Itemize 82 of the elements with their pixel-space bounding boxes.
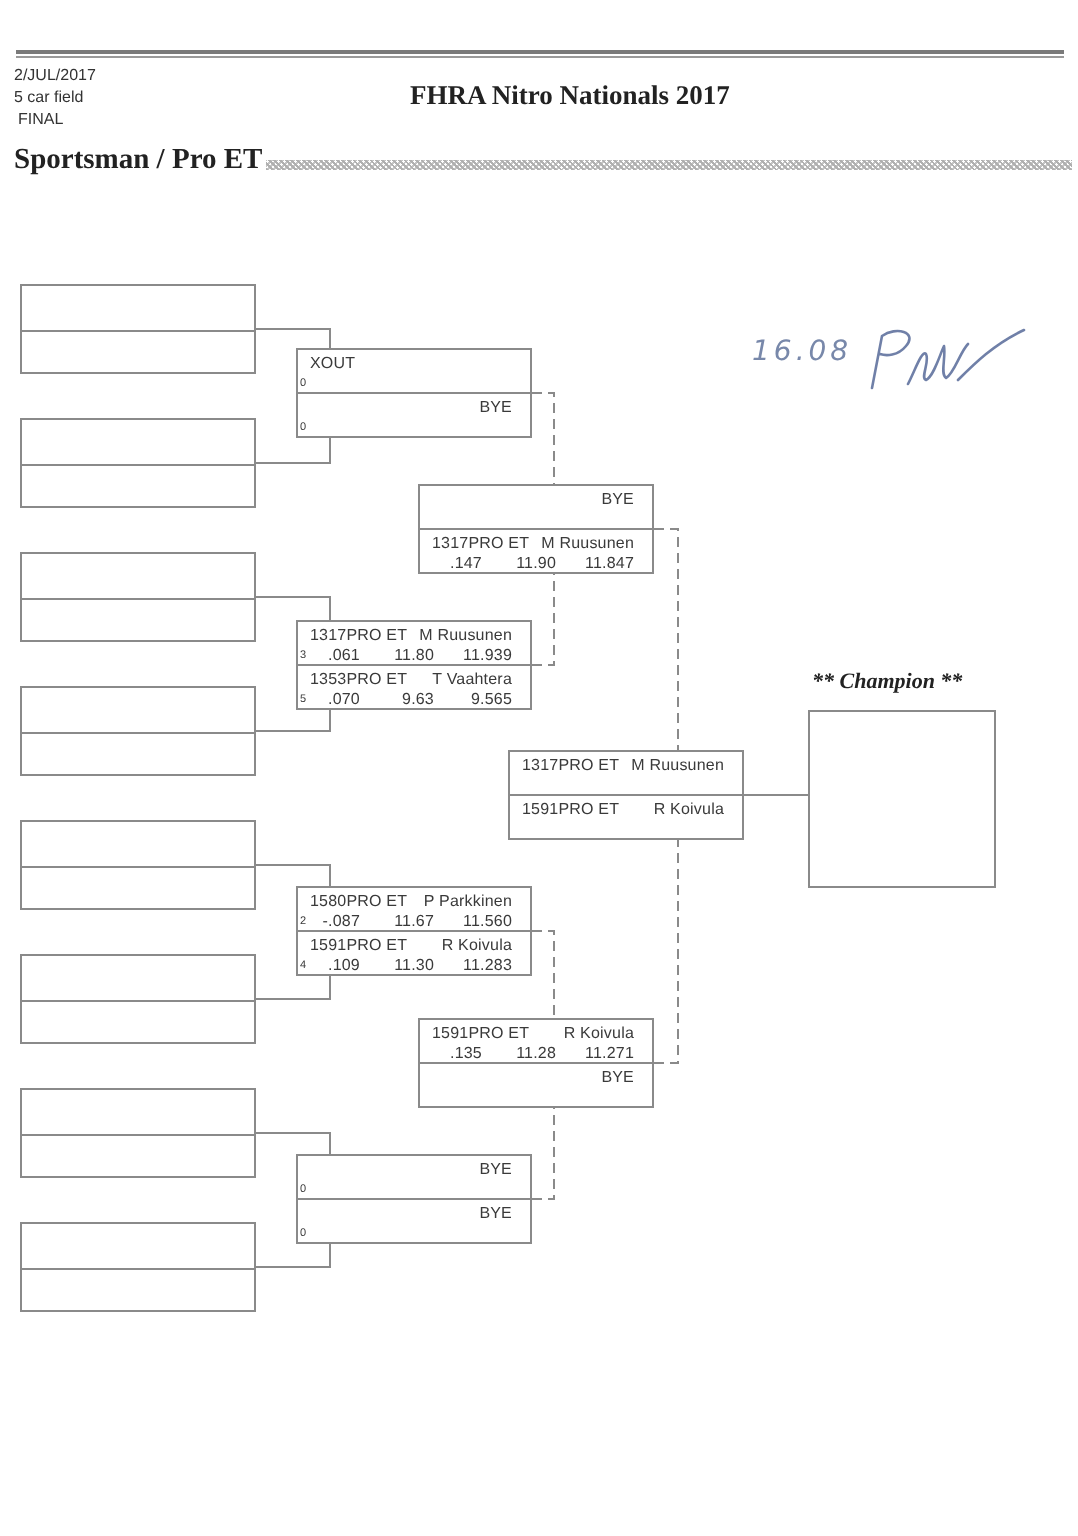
entrant-name: P Parkkinen xyxy=(423,892,512,910)
section-heading: Sportsman / Pro ET xyxy=(14,144,263,178)
reaction-time: -.087 xyxy=(322,912,360,930)
empty-entry-box xyxy=(20,1222,256,1312)
bracket-slot xyxy=(298,622,530,666)
header-note: 2/JUL/2017 xyxy=(14,66,96,86)
dial-in: 9.63 xyxy=(402,690,434,708)
entrant-name: M Ruusunen xyxy=(631,756,724,774)
entry-code: 1317PRO ET xyxy=(432,534,530,552)
bracket-line xyxy=(255,1132,331,1157)
header-note: FINAL xyxy=(18,110,64,130)
entrant-name: R Koivula xyxy=(653,800,724,818)
entry-code: 1591PRO ET xyxy=(432,1024,530,1042)
elapsed-time: 11.271 xyxy=(585,1044,634,1062)
bracket-line xyxy=(255,1241,331,1268)
bracket-slot xyxy=(298,350,530,394)
dial-in: 11.30 xyxy=(394,956,434,974)
entrant-name: T Vaahtera xyxy=(432,670,512,688)
entry-code: 1317PRO ET xyxy=(310,626,408,644)
reaction-time: .061 xyxy=(328,646,360,664)
empty-entry-box xyxy=(20,686,256,776)
dashed-bracket-line xyxy=(531,392,555,487)
bracket-slot xyxy=(298,888,530,932)
bracket-box xyxy=(296,348,532,438)
handwritten-note: 16.08 xyxy=(752,334,853,370)
entrant-name: BYE xyxy=(479,398,512,416)
bracket-line xyxy=(255,328,331,351)
reaction-time: .109 xyxy=(328,956,360,974)
entrant-name: BYE xyxy=(479,1204,512,1222)
champion-heading: ** Champion ** xyxy=(812,668,963,696)
entrant-name: BYE xyxy=(601,490,634,508)
bracket-box xyxy=(418,1018,654,1108)
dial-in: 11.67 xyxy=(394,912,434,930)
bracket-line xyxy=(255,435,331,464)
bracket-box xyxy=(508,750,744,840)
bracket-line xyxy=(255,596,331,623)
dashed-bracket-line xyxy=(653,837,679,1064)
entry-code: 1353PRO ET xyxy=(310,670,408,688)
dashed-bracket-line xyxy=(531,571,555,666)
bracket-line xyxy=(743,794,809,796)
dial-in: 11.28 xyxy=(516,1044,556,1062)
entrant-name: M Ruusunen xyxy=(541,534,634,552)
entry-code: 1591PRO ET xyxy=(310,936,408,954)
empty-entry-box xyxy=(20,954,256,1044)
bracket-box xyxy=(296,620,532,710)
elapsed-time: 9.565 xyxy=(470,690,512,708)
entry-code: XOUT xyxy=(310,354,356,372)
page-title: FHRA Nitro Nationals 2017 xyxy=(408,80,732,112)
bracket-slot xyxy=(510,752,742,796)
empty-entry-box xyxy=(20,284,256,374)
reaction-time: .135 xyxy=(450,1044,482,1062)
reaction-time: .147 xyxy=(450,554,482,572)
bracket-slot xyxy=(420,1020,652,1064)
elapsed-time: 11.939 xyxy=(463,646,512,664)
bracket-line xyxy=(255,973,331,1000)
bracket-box xyxy=(418,484,654,574)
dial-in: 11.90 xyxy=(516,554,556,572)
bracket-box xyxy=(296,1154,532,1244)
empty-entry-box xyxy=(20,552,256,642)
empty-entry-box xyxy=(20,418,256,508)
dashed-bracket-line xyxy=(531,930,555,1021)
dashed-bracket-line xyxy=(531,1105,555,1200)
bracket-box xyxy=(296,886,532,976)
bracket-line xyxy=(255,864,331,889)
empty-entry-box xyxy=(20,820,256,910)
dial-in: 11.80 xyxy=(394,646,434,664)
entrant-name: BYE xyxy=(479,1160,512,1178)
dashed-bracket-line xyxy=(653,528,679,753)
elapsed-time: 11.283 xyxy=(463,956,512,974)
entry-code: 1580PRO ET xyxy=(310,892,408,910)
reaction-time: .070 xyxy=(328,690,360,708)
bracket-line xyxy=(255,707,331,732)
entrant-name: M Ruusunen xyxy=(419,626,512,644)
empty-entry-box xyxy=(20,1088,256,1178)
entrant-name: BYE xyxy=(601,1068,634,1086)
elapsed-time: 11.847 xyxy=(585,554,634,572)
entry-code: 1591PRO ET xyxy=(522,800,620,818)
entrant-name: R Koivula xyxy=(441,936,512,954)
elapsed-time: 11.560 xyxy=(463,912,512,930)
entry-code: 1317PRO ET xyxy=(522,756,620,774)
entrant-name: R Koivula xyxy=(563,1024,634,1042)
header-note: 5 car field xyxy=(14,88,84,108)
